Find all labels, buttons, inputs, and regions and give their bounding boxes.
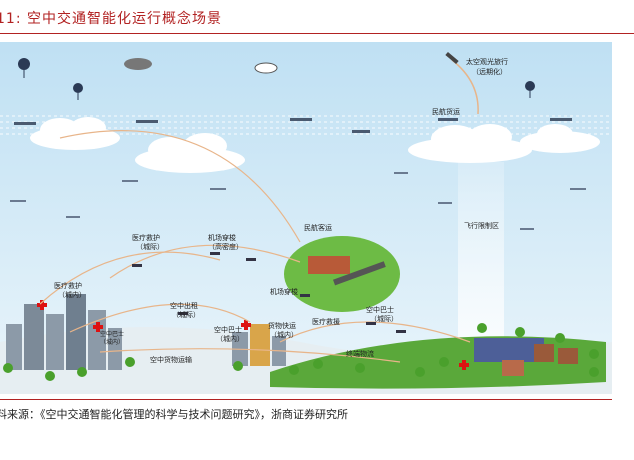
figure-title: 11: 空中交通智能化运行概念场景 (0, 11, 222, 27)
label-air-bus-city-note: （城内） (100, 338, 124, 346)
label-air-bus-city: 空中巴士 (100, 330, 124, 338)
label-space-tourism: 太空观光旅行 (466, 57, 508, 66)
source-note: 料来源：《空中交通智能化管理的科学与技术问题研究》，浙商证券研究所 (0, 408, 348, 421)
footer-divider (0, 399, 612, 400)
label-air-bus-urban: 空中巴士 (214, 325, 242, 334)
airliner-icon (14, 118, 572, 133)
label-air-taxi: 空中出租 (170, 301, 198, 310)
label-airport-shuttle-high: 机场穿梭 (208, 233, 236, 242)
header-divider (0, 33, 634, 34)
label-civil-freight: 民航货运 (432, 107, 460, 116)
balloon-icon (525, 81, 535, 98)
label-air-taxi-note: （城际） (172, 310, 200, 319)
label-airport-shuttle: 机场穿梭 (270, 287, 298, 296)
label-air-bus-intercity: 空中巴士 (366, 305, 394, 314)
civil-passenger-route (59, 130, 301, 243)
airport-terminal (308, 256, 350, 274)
cloud (408, 124, 532, 163)
hospital-icon (37, 300, 469, 370)
space-route (451, 59, 479, 115)
balloon-icon (18, 58, 30, 78)
village-houses (474, 338, 578, 376)
label-medical-intercity: 医疗救护 (132, 233, 160, 242)
runway (333, 261, 386, 286)
label-express-cargo-note: （城内） (270, 330, 298, 339)
label-air-bus-intercity-note: （城际） (370, 314, 398, 323)
label-airport-shuttle-high-note: （高密度） (208, 242, 243, 251)
label-space-tourism-note: （远期化） (472, 67, 507, 76)
space-plane-icon (445, 51, 459, 65)
evtol-icon (132, 252, 406, 333)
label-civil-passenger: 民航客运 (304, 223, 332, 232)
label-air-cargo: 空中货物运输 (150, 355, 192, 364)
trees (3, 323, 599, 381)
label-medical-intercity-note: （城际） (136, 242, 164, 251)
cloud (135, 133, 245, 173)
balloon-icon (73, 83, 83, 100)
label-medical-urban: 医疗救护 (54, 281, 82, 290)
small-aircraft-icon (10, 172, 586, 230)
label-express-cargo: 货物快运 (268, 321, 296, 330)
label-medical-urban-note: （城内） (58, 290, 86, 299)
city-skyline (6, 294, 286, 370)
figure-header: 11: 空中交通智能化运行概念场景 (0, 0, 634, 34)
label-no-fly-zone: 飞行限制区 (464, 221, 499, 230)
cloud (520, 124, 600, 153)
label-air-bus-urban-note: （城内） (216, 334, 244, 343)
concept-illustration: 太空观光旅行 （远期化） 民航货运 民航客运 飞行限制区 医疗救护 （城际） 机… (0, 42, 612, 394)
label-terminal-logistics: 终端物流 (346, 349, 374, 358)
airship-icon (124, 58, 152, 70)
label-medical-supply: 医疗救援 (312, 317, 340, 326)
airship-icon (254, 62, 278, 74)
